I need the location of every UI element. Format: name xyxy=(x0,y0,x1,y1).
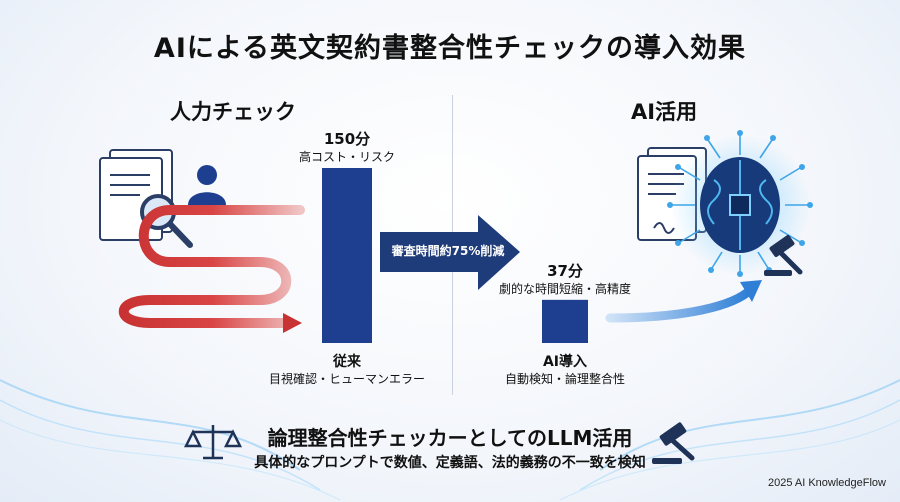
credit-text: 2025 AI KnowledgeFlow xyxy=(767,477,886,489)
person-icon xyxy=(188,165,226,205)
footer-title: 論理整合性チェッカーとしてのLLM活用 xyxy=(267,426,633,450)
gavel-icon-right xyxy=(764,234,803,276)
wave-decoration-right xyxy=(559,379,900,501)
section-right-title: AI活用 xyxy=(631,100,698,124)
section-left-title: 人力チェック xyxy=(170,100,296,124)
reduction-label: 審査時間約75%削減 xyxy=(391,244,505,258)
red-path-arrow xyxy=(118,205,305,328)
ai-brain-icon xyxy=(667,130,813,277)
page-title: AIによる英文契約書整合性チェックの導入効果 xyxy=(153,33,747,64)
wave-decoration-left xyxy=(0,379,341,501)
footer-subtitle: 具体的なプロンプトで数値、定義語、法的義務の不一致を検知 xyxy=(254,455,646,471)
bar-ai xyxy=(542,299,588,343)
bar-value-note-manual: 高コスト・リスク xyxy=(298,150,395,164)
gavel-icon-footer xyxy=(652,422,695,464)
reduction-arrow-shape xyxy=(380,215,520,290)
bar-value-label-manual: 150分 xyxy=(323,130,371,148)
bar-manual xyxy=(322,168,372,343)
bar-value-label-ai: 37分 xyxy=(547,261,583,280)
bar-value-note-ai: 劇的な時間短縮・高精度 xyxy=(498,281,631,296)
blue-arrow-head xyxy=(740,280,762,302)
category-note-ai: 自動検知・論理整合性 xyxy=(504,372,625,386)
category-label-manual: 従来 xyxy=(333,354,361,370)
category-label-ai: AI導入 xyxy=(542,354,588,370)
category-note-manual: 目視確認・ヒューマンエラー xyxy=(268,372,425,386)
red-arrow-head xyxy=(283,313,302,333)
blue-path-arrow xyxy=(605,287,753,323)
scales-icon xyxy=(183,425,243,460)
